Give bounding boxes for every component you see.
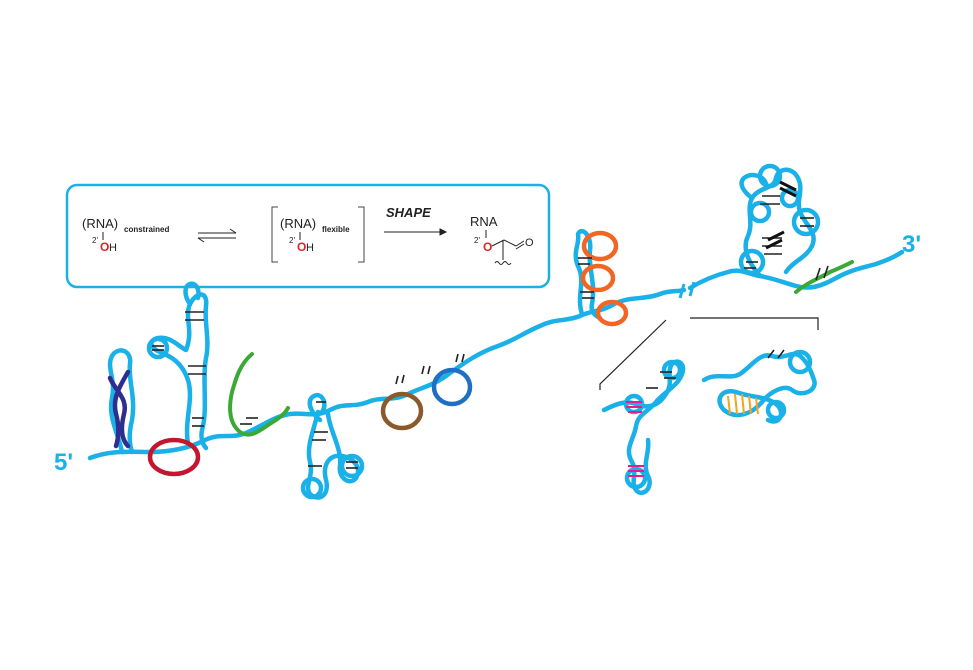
small-loops	[146, 163, 821, 500]
product-carbonyl-oxygen: O	[525, 237, 534, 249]
flexible-subscript: flexible	[322, 225, 350, 234]
inset-left-strand	[601, 359, 686, 496]
green-strands	[228, 260, 854, 437]
five-prime-label: 5'	[54, 449, 73, 476]
hairpin-left-1	[107, 348, 136, 455]
rna-strand-right	[687, 249, 905, 291]
shape-reagent-label: SHAPE	[386, 205, 431, 220]
constrained-subscript: constrained	[124, 225, 169, 234]
inset-right-strand	[701, 351, 817, 424]
stacked-pairs-right-top	[765, 180, 797, 250]
loop-brown	[380, 391, 424, 431]
green-strand-left	[228, 352, 290, 437]
flexible-position-mark: 2'	[289, 236, 295, 245]
loop-blue	[431, 367, 473, 407]
base-pairs	[152, 195, 829, 469]
reaction-arrow	[384, 228, 448, 236]
flexible-oxygen: O	[297, 240, 306, 254]
loop-red	[147, 437, 201, 477]
constrained-position-mark: 2'	[92, 236, 98, 245]
magenta-pairs	[626, 401, 644, 477]
hairpin-right-top	[743, 167, 816, 279]
strand-break	[678, 281, 696, 299]
product-position-mark: 2'	[474, 236, 480, 245]
orange-pairs	[727, 393, 759, 415]
hairpin-left-2	[149, 292, 210, 451]
colored-loops	[147, 230, 629, 477]
flexible-hydrogen: H	[306, 242, 314, 254]
hairpin-orange-stack	[573, 229, 603, 321]
inset-callout-lines	[599, 317, 819, 390]
reaction-box-border	[65, 183, 551, 289]
product-ester-bonds	[491, 239, 525, 265]
loop-orange-top	[581, 230, 619, 262]
hairpin-middle-bottom-branch	[307, 392, 327, 423]
hairpin-left-2-tip	[183, 281, 201, 307]
three-prime-label: 3'	[902, 231, 921, 258]
flexible-rna-label: (RNA)	[280, 216, 316, 231]
loop-orange-middle	[580, 263, 616, 293]
product-oxygen: O	[483, 240, 492, 254]
product-rna-label: RNA	[470, 214, 498, 229]
constrained-oxygen: O	[100, 240, 109, 254]
constrained-rna-label: (RNA)	[82, 216, 118, 231]
green-strand-right	[794, 260, 854, 294]
shape-reaction-box: (RNA) constrained 2' O H (RNA) flexible …	[65, 183, 551, 289]
equilibrium-arrows	[197, 228, 237, 243]
helix-purple	[107, 369, 131, 449]
loop-orange-bottom	[595, 299, 629, 327]
flexible-bracket	[271, 206, 365, 263]
constrained-hydrogen: H	[109, 242, 117, 254]
